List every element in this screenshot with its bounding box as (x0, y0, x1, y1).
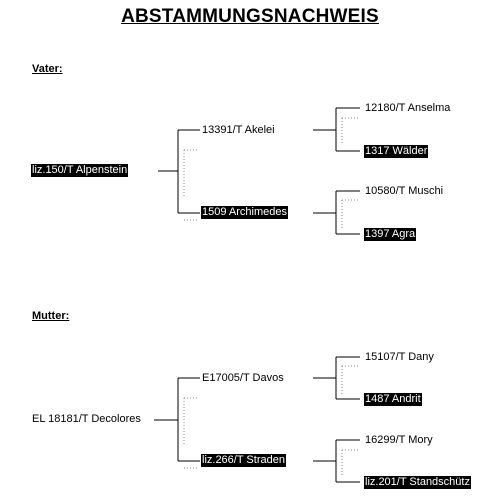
dam-name: EL 18181/T Decolores (32, 413, 141, 425)
sire-mother-mother-name: 1397 Agra (364, 228, 417, 241)
dam-father-mother-name: 1487 Andrit (364, 393, 422, 406)
sire-mother-name: 1509 Archimedes (201, 206, 288, 219)
dam-mother-name: liz.266/T Straden (201, 454, 286, 467)
sire-name: liz.150/T Alpenstein (31, 164, 129, 177)
section-heading-vater: Vater: (32, 63, 63, 75)
document-title: ABSTAMMUNGSNACHWEIS (121, 6, 379, 27)
section-heading-mutter: Mutter: (32, 310, 70, 322)
dam-father-name: E17005/T Davos (202, 372, 284, 384)
dam-mother-mother-name: liz.201/T Standschütz (364, 476, 471, 489)
sire-father-mother-name: 1317 Wälder (364, 145, 429, 158)
sire-father-father-name: 12180/T Anselma (365, 102, 451, 114)
dam-mother-father-name: 16299/T Mory (365, 434, 433, 446)
sire-mother-father-name: 10580/T Muschi (365, 185, 444, 197)
sire-father-name: 13391/T Akelei (202, 124, 275, 136)
dam-father-father-name: 15107/T Dany (365, 351, 434, 363)
